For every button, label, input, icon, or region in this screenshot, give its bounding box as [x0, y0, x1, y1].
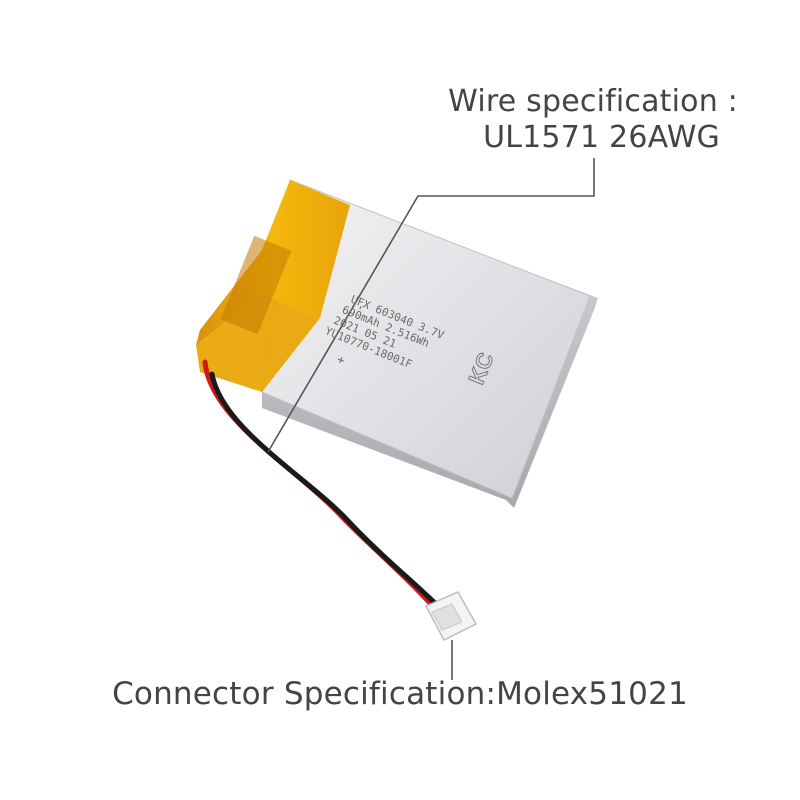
wire-spec-value: UL1571 26AWG	[483, 120, 720, 155]
connector-spec-label: Connector Specification:Molex51021	[112, 676, 688, 712]
protection-board	[220, 235, 292, 335]
battery-print-block: - +	[333, 302, 368, 366]
molex-connector	[424, 591, 478, 641]
wire-callout-line	[267, 158, 595, 453]
wire-spec-title: Wire specification :	[448, 84, 738, 119]
kapton-tape-lower	[196, 294, 320, 392]
black-wire	[209, 371, 449, 617]
battery-print-plus: +	[333, 354, 349, 366]
battery-print-minus: -	[352, 302, 368, 314]
